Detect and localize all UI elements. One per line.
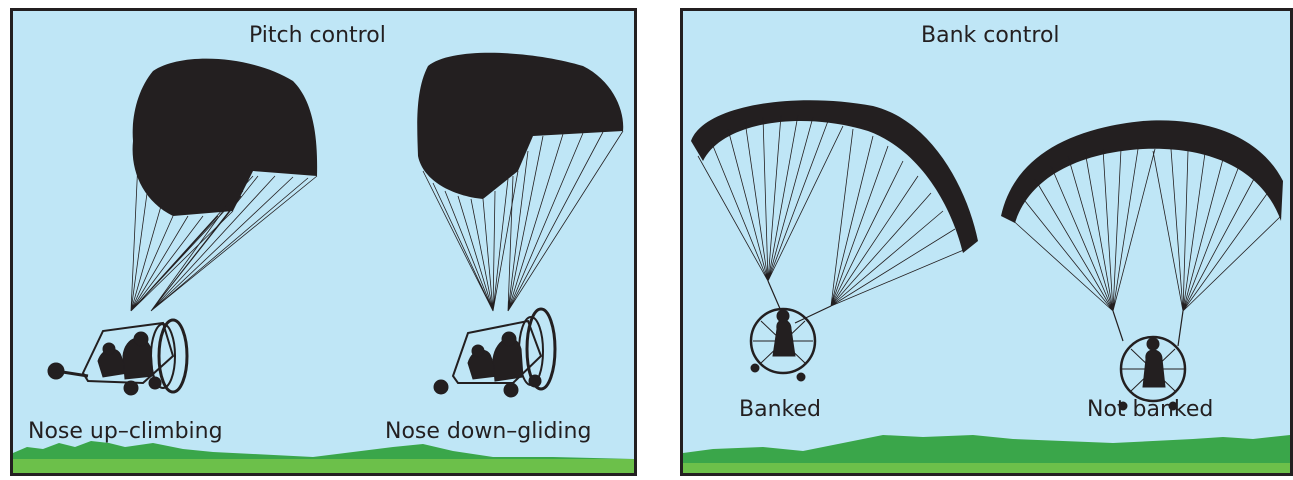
wing-nose-up <box>133 59 318 216</box>
trike-nose-up <box>48 320 187 395</box>
bank-control-title: Bank control <box>921 25 1060 47</box>
wing-nose-down <box>417 53 623 199</box>
pitch-control-panel: Pitch control Nose up–climbing Nose down… <box>10 8 637 476</box>
ground-strip <box>13 459 634 473</box>
trike-nose-down <box>434 309 555 397</box>
trike-banked <box>751 281 831 381</box>
ground-strip <box>683 463 1290 473</box>
pitch-control-title: Pitch control <box>249 25 386 47</box>
nose-down-label: Nose down–gliding <box>385 421 591 443</box>
pitch-illustration <box>13 11 634 473</box>
bank-control-panel: Bank control Banked Not banked <box>680 8 1293 476</box>
trike-not-banked <box>1113 311 1185 410</box>
banked-label: Banked <box>739 399 821 421</box>
not-banked-label: Not banked <box>1087 399 1213 421</box>
wing-not-banked <box>1001 120 1283 223</box>
nose-up-label: Nose up–climbing <box>28 421 223 443</box>
wing-banked <box>691 100 978 253</box>
